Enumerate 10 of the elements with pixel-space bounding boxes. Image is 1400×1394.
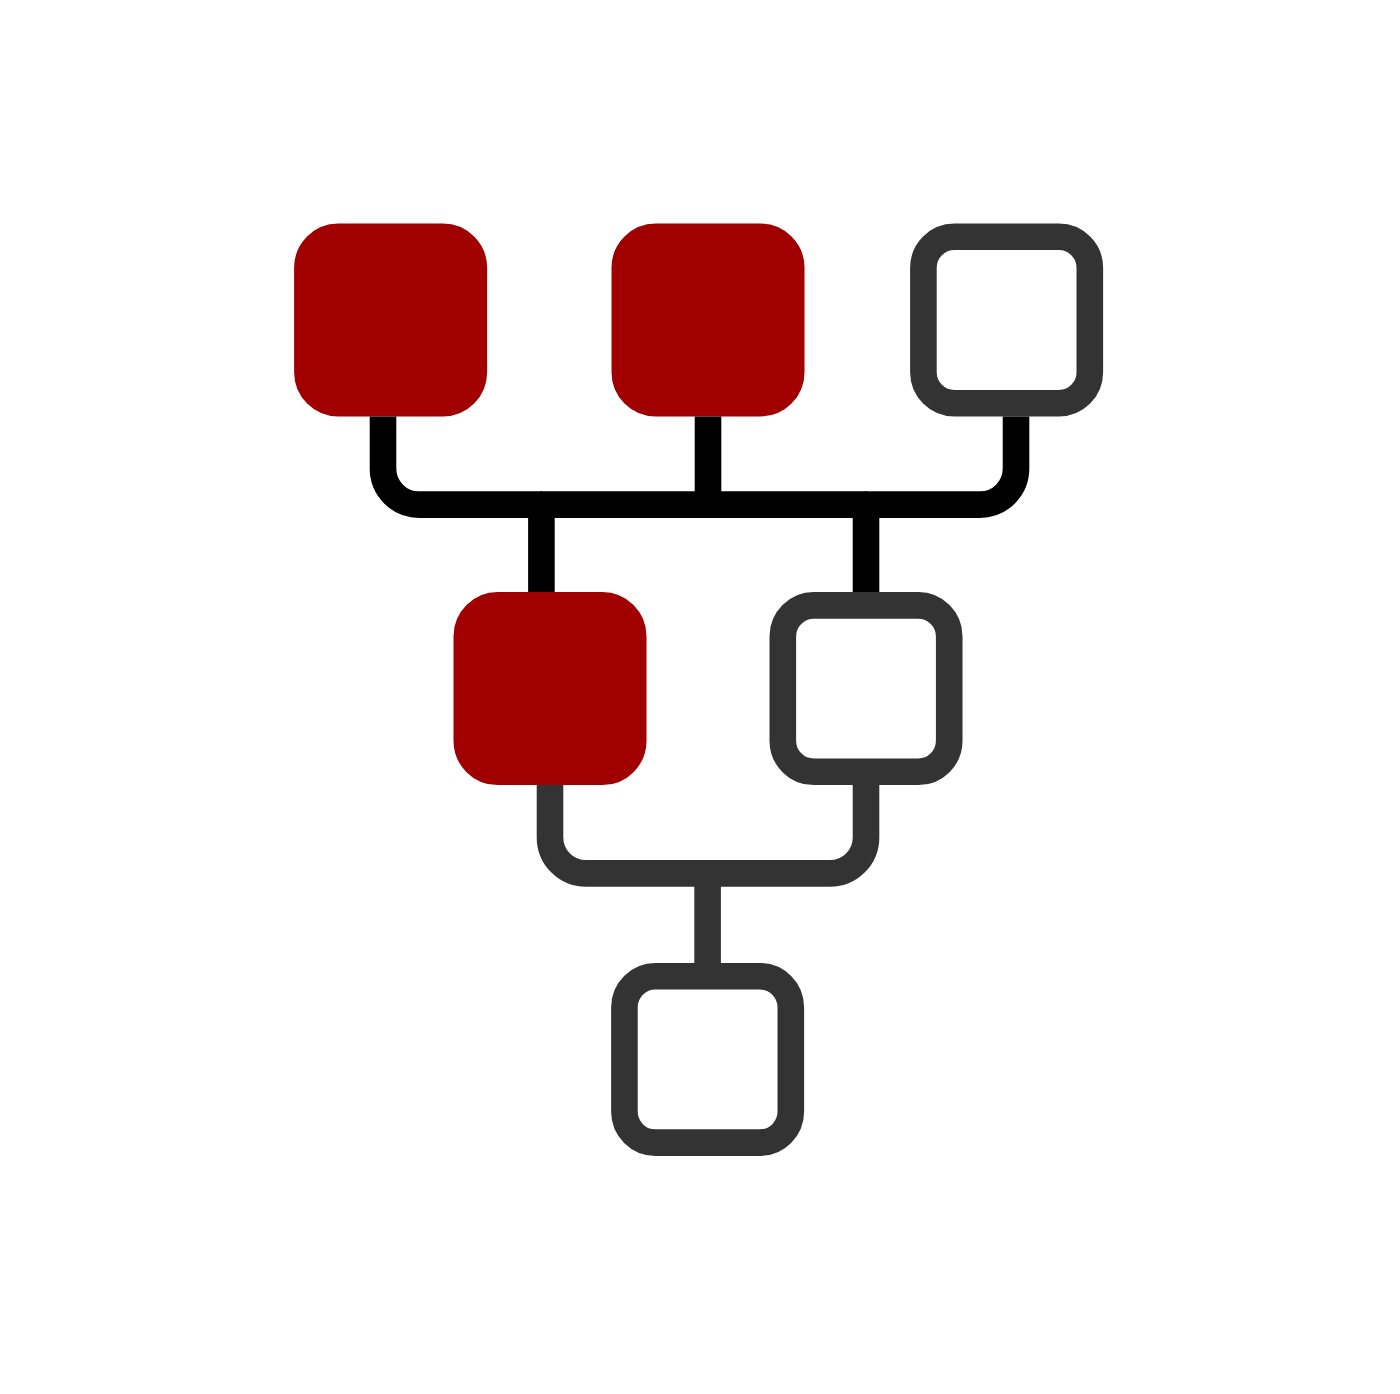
connector-line: [528, 516, 555, 593]
connector-line: [706, 785, 880, 887]
connector-line: [706, 491, 868, 518]
connector-line: [540, 491, 710, 518]
connector-line: [694, 885, 721, 963]
connector-line: [536, 785, 709, 887]
connector-line: [852, 516, 880, 593]
connector-line: [694, 416, 722, 493]
connector-line: [864, 416, 1030, 518]
connector-line: [369, 416, 543, 518]
